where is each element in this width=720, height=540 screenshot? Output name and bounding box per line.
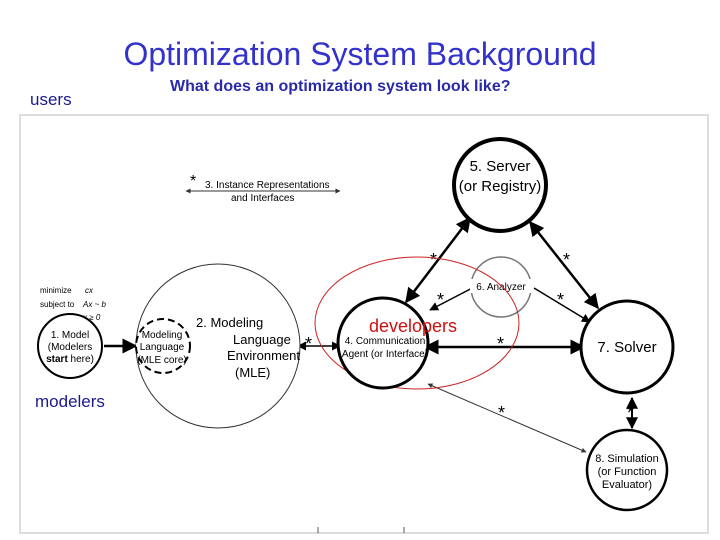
server-comm-arrow <box>405 216 471 304</box>
server-solver-arrow <box>529 220 599 310</box>
mle-line2: Language <box>233 332 291 347</box>
analyzer-solver-arrow <box>533 287 591 323</box>
users-label: users <box>30 90 72 109</box>
developers-ellipse <box>314 256 520 390</box>
formula-objective: cx <box>85 286 94 295</box>
star-server-solver: * <box>563 250 570 270</box>
simulation-node <box>585 428 669 512</box>
comm-agent-line2: Agent (or Interface) <box>342 349 428 360</box>
formula-subject-to: subject to <box>40 300 75 309</box>
model-line1: 1. Model <box>51 330 89 341</box>
star-analyzer-solver: * <box>557 290 564 310</box>
star-analyzer-comm: * <box>437 290 444 310</box>
analyzer-label: 6. Analyzer <box>476 282 526 293</box>
slide-title: Optimization System Background <box>123 36 597 72</box>
mle-core-node <box>135 318 191 374</box>
model-here-word: here) <box>68 354 94 365</box>
modelers-label: modelers <box>35 392 105 411</box>
instance-rep-star: * <box>190 173 196 190</box>
star-comm-solver: * <box>497 334 504 354</box>
model-line2: (Modelers <box>48 342 92 353</box>
comm-simulation-arrow <box>427 383 587 453</box>
mle-line4: (MLE) <box>235 365 270 380</box>
formula-constraint: Ax ~ b <box>82 300 106 309</box>
comm-agent-node <box>336 296 430 390</box>
server-node <box>452 137 548 233</box>
simulation-line2: (or Function <box>598 466 657 478</box>
model-start-word: start <box>46 354 68 365</box>
simulation-line1: 8. Simulation <box>595 453 659 465</box>
star-comm-simulation: * <box>498 403 505 423</box>
model-line3: start here) <box>46 354 94 365</box>
star-solver-simulation: * <box>627 403 634 423</box>
mle-core-line1: Modeling <box>142 330 183 341</box>
formula-minimize: minimize <box>40 286 72 295</box>
slide-subtitle: What does an optimization system look li… <box>170 78 511 95</box>
diagram-frame <box>19 114 709 534</box>
server-line1: 5. Server <box>470 158 531 175</box>
solver-label: 7. Solver <box>597 339 656 356</box>
instance-rep-line2: and Interfaces <box>231 193 294 204</box>
formula-bound: x ≥ 0 <box>82 313 101 322</box>
mle-line3: Environment <box>227 348 300 363</box>
solver-node <box>579 299 675 395</box>
developers-label: developers <box>369 316 457 336</box>
model-node <box>37 313 103 379</box>
mle-core-line2: Language <box>140 342 185 353</box>
mle-core-line3: (MLE core) <box>137 355 186 366</box>
star-mle-comm: * <box>305 334 312 354</box>
server-line2: (or Registry) <box>459 178 542 195</box>
mle-line1: 2. Modeling <box>196 315 263 330</box>
instance-rep-line1: 3. Instance Representations <box>205 180 330 191</box>
simulation-line3: Evaluator) <box>602 479 652 491</box>
comm-agent-line1: 4. Communication <box>345 336 426 347</box>
star-server-comm: * <box>430 250 437 270</box>
